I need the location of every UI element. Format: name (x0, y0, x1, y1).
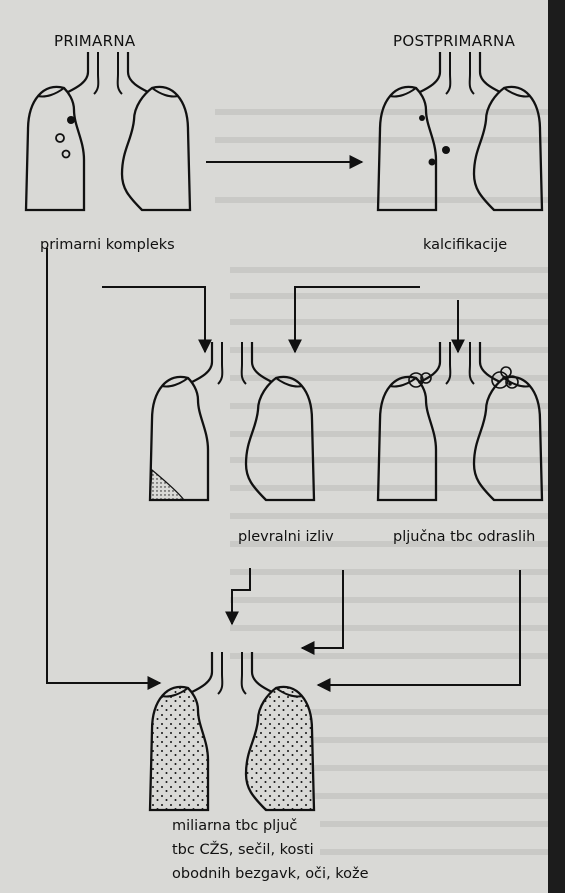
label-pleural-effusion: plevralni izliv (238, 528, 334, 546)
label-adult-tb: pljučna tbc odraslih (393, 528, 535, 546)
heading-primary: PRIMARNA (54, 32, 135, 50)
label-miliary-line2: tbc CŽS, sečil, kosti (172, 841, 314, 859)
label-miliary-line1: miliarna tbc pljuč (172, 817, 297, 835)
label-calcification: kalcifikacije (423, 236, 507, 254)
label-primary-complex: primarni kompleks (40, 236, 175, 254)
label-miliary-line3: obodnih bezgavk, oči, kože (172, 865, 369, 883)
page-edge (548, 0, 565, 893)
primary-focus-dot (67, 116, 75, 124)
heading-postprimary: POSTPRIMARNA (393, 32, 515, 50)
